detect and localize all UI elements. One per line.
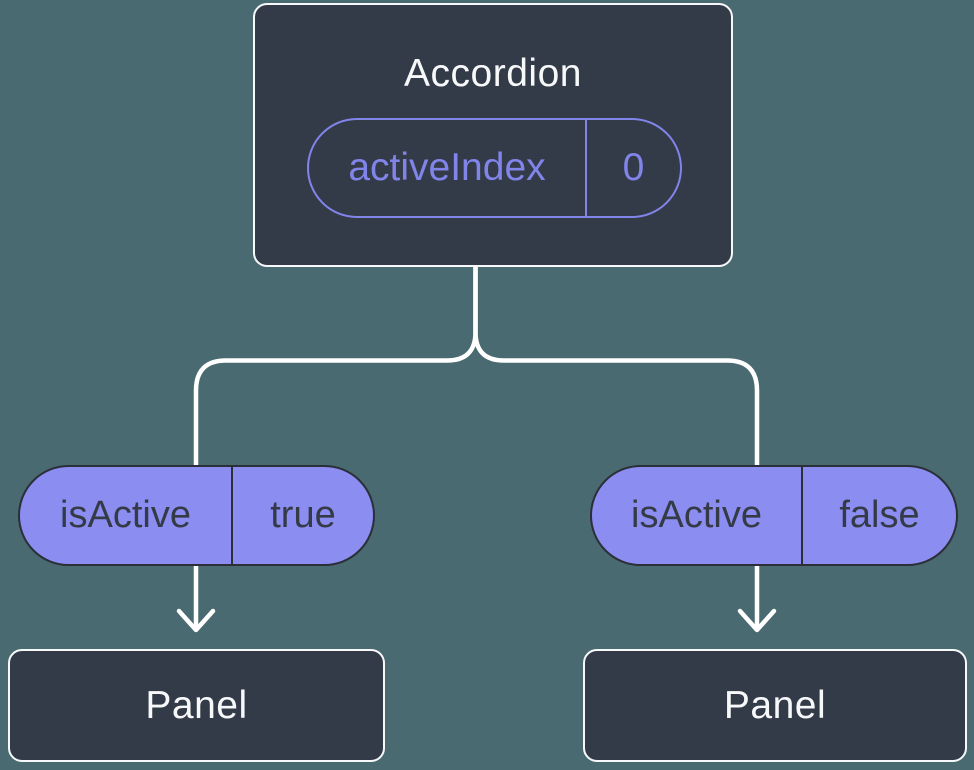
accordion-node: Accordion activeIndex 0 (253, 3, 733, 267)
arrow-down-icon (737, 608, 777, 633)
prop-pill-label: isActive (20, 467, 233, 564)
panel-node-left: Panel (8, 649, 385, 762)
prop-pill-value: true (270, 494, 336, 536)
connector-branch-left (193, 259, 478, 630)
state-pill-label: activeIndex (309, 120, 587, 216)
prop-pill-label: isActive (592, 467, 803, 564)
panel-node-title: Panel (145, 683, 248, 727)
arrow-down-icon (176, 608, 216, 633)
prop-pill-isactive-true: isActive true (18, 465, 375, 566)
connector-branch-right (473, 259, 760, 630)
prop-pill-value: false (839, 494, 920, 536)
accordion-node-title: Accordion (404, 52, 582, 95)
panel-node-title: Panel (723, 683, 827, 727)
panel-node-right: Panel (583, 649, 967, 762)
state-pill-value: 0 (622, 146, 645, 189)
prop-pill-isactive-false: isActive false (590, 465, 958, 566)
state-pill-activeindex: activeIndex 0 (307, 118, 682, 218)
